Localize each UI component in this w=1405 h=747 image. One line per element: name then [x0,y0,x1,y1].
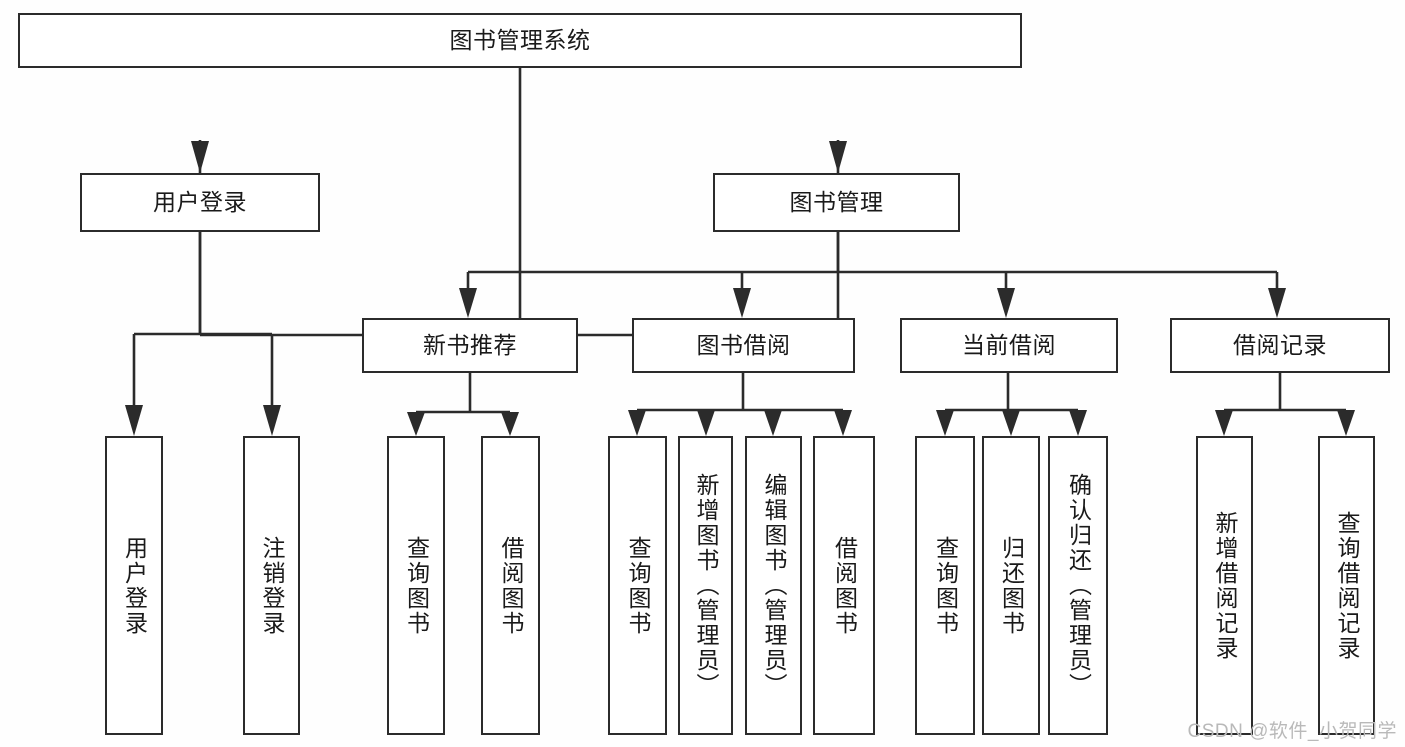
arrowhead-leaf-borrow-book-2 [834,410,852,436]
arrowhead-book-manage [829,141,847,173]
arrowhead-leaf-add-book [697,410,715,436]
node-leaf-query-record-label: 查询借阅记录 [1333,510,1360,661]
arrowhead-current-borrow [997,288,1015,318]
node-leaf-borrow-book-1-label: 借阅图书 [497,535,524,636]
node-book-manage[interactable]: 图书管理 [713,173,960,232]
node-leaf-confirm-return[interactable]: 确认归还（管理员） [1048,436,1108,735]
node-leaf-return-book[interactable]: 归还图书 [982,436,1040,735]
arrowhead-borrow-record [1268,288,1286,318]
arrowhead-leaf-query-book-3 [936,410,954,436]
arrowhead-leaf-add-record [1215,410,1233,436]
node-leaf-query-book-3[interactable]: 查询图书 [915,436,975,735]
node-leaf-edit-book-label: 编辑图书（管理员） [760,473,787,698]
node-root-label: 图书管理系统 [449,26,591,53]
node-new-book-rec-label: 新书推荐 [423,331,517,358]
arrowhead-leaf-query-book-1 [407,412,425,436]
node-leaf-query-book-2-label: 查询图书 [624,535,651,636]
node-user-login[interactable]: 用户登录 [80,173,320,232]
node-leaf-add-record[interactable]: 新增借阅记录 [1196,436,1253,735]
arrowhead-leaf-confirm-return [1069,410,1087,436]
node-book-borrow-label: 图书借阅 [696,331,791,358]
node-leaf-query-book-1[interactable]: 查询图书 [387,436,445,735]
node-leaf-query-book-2[interactable]: 查询图书 [608,436,667,735]
node-leaf-user-login-label: 用户登录 [121,535,148,636]
node-leaf-confirm-return-label: 确认归还（管理员） [1065,473,1092,698]
node-leaf-add-book[interactable]: 新增图书（管理员） [678,436,733,735]
arrowhead-leaf-borrow-book-1 [501,412,519,436]
arrowhead-new-book-rec [459,288,477,318]
node-leaf-return-book-label: 归还图书 [998,535,1025,636]
node-leaf-query-book-1-label: 查询图书 [403,535,430,636]
arrowhead-leaf-user-logout [263,405,281,436]
node-current-borrow[interactable]: 当前借阅 [900,318,1118,373]
node-borrow-record[interactable]: 借阅记录 [1170,318,1390,373]
node-leaf-query-book-3-label: 查询图书 [932,535,959,636]
arrowhead-user-login [191,141,209,173]
node-leaf-borrow-book-1[interactable]: 借阅图书 [481,436,540,735]
arrowhead-leaf-query-book-2 [628,410,646,436]
node-leaf-add-record-label: 新增借阅记录 [1211,510,1238,661]
node-new-book-rec[interactable]: 新书推荐 [362,318,578,373]
node-leaf-borrow-book-2-label: 借阅图书 [831,535,858,636]
node-leaf-user-logout[interactable]: 注销登录 [243,436,300,735]
node-leaf-add-book-label: 新增图书（管理员） [692,473,719,698]
arrowhead-leaf-edit-book [764,410,782,436]
node-current-borrow-label: 当前借阅 [962,331,1056,358]
watermark-text: CSDN @软件_小贺同学 [1187,721,1397,742]
arrowhead-leaf-user-login [125,405,143,436]
node-leaf-user-login[interactable]: 用户登录 [105,436,163,735]
arrowhead-book-borrow [733,288,751,318]
arrowhead-leaf-return-book [1002,410,1020,436]
node-book-manage-label: 图书管理 [789,188,884,215]
node-root-system[interactable]: 图书管理系统 [18,13,1022,68]
node-borrow-record-label: 借阅记录 [1233,331,1327,358]
node-leaf-user-logout-label: 注销登录 [258,535,285,636]
arrowhead-leaf-query-record [1337,410,1355,436]
node-book-borrow[interactable]: 图书借阅 [632,318,855,373]
node-leaf-query-record[interactable]: 查询借阅记录 [1318,436,1375,735]
node-leaf-borrow-book-2[interactable]: 借阅图书 [813,436,875,735]
node-user-login-label: 用户登录 [153,188,247,215]
node-leaf-edit-book[interactable]: 编辑图书（管理员） [745,436,802,735]
